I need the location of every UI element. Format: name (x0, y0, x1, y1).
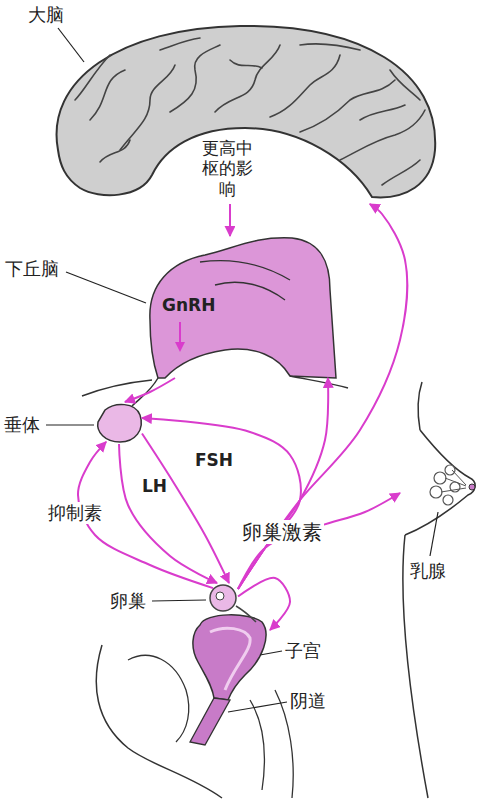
brain-drawing-part (382, 160, 420, 185)
breast-region: 乳腺 (400, 430, 478, 535)
vagina-leader-line-part (228, 702, 287, 712)
brain-drawing-part (300, 80, 395, 132)
brain-base-outline-part (82, 380, 152, 396)
hypothalamus-drawing-part (175, 342, 185, 352)
body-outline-part (418, 382, 422, 430)
hormone-arrow (142, 418, 301, 589)
breast-drawing-part (430, 486, 442, 498)
brain-base-outline-part (132, 378, 158, 406)
vagina-drawing-part (190, 698, 230, 745)
breast-drawing-part (441, 470, 466, 492)
signal-label: FSH (195, 450, 233, 470)
uterus-drawing-part (236, 606, 256, 622)
brain-drawing-part (230, 60, 262, 68)
brain-drawing-part (120, 65, 175, 150)
hormone-arrow (238, 493, 400, 589)
body-outline (96, 382, 428, 798)
hypothalamus-drawing-part (215, 282, 285, 300)
signal-label: 抑制素 (46, 502, 104, 524)
brain-leader-line (58, 28, 84, 62)
breast-drawing-part (405, 430, 475, 535)
brain-drawing-part (340, 110, 425, 160)
uterus-drawing-part (193, 615, 266, 700)
brain-drawing-part (390, 70, 420, 100)
body-outline-part (250, 700, 264, 790)
hypothalamus-drawing-part (200, 261, 290, 280)
uterus-region: 子宫 (185, 612, 270, 690)
hypothalamus-leader-line (66, 272, 146, 303)
pituitary-drawing-part (98, 405, 142, 442)
brain-drawing-part (300, 44, 360, 50)
brain-drawing-part (215, 45, 280, 112)
breast-drawing (405, 430, 475, 535)
breast-drawing-part (443, 495, 453, 505)
hormone-label: 卵巢激素 (240, 520, 324, 544)
ovary-drawing (210, 585, 236, 611)
breast-drawing-part (469, 484, 475, 490)
pituitary-leader-line-part (46, 424, 94, 425)
signal-label: LH (142, 476, 167, 496)
hormone-arrow (125, 378, 175, 402)
uterus-leader-line-part (260, 651, 282, 655)
breast-drawing-part (430, 465, 460, 505)
signal-label: GnRH (162, 295, 215, 315)
vagina-region: 阴道 (185, 695, 235, 747)
breast-drawing-part (445, 465, 455, 475)
hormone-arrow (238, 578, 290, 630)
brain-drawing-part (270, 55, 340, 117)
vagina-drawing (190, 698, 230, 745)
ovary-leader-line-part (152, 600, 206, 601)
breast-leader-line-part (430, 512, 438, 556)
pituitary-leader-line (46, 425, 94, 426)
ovary-region: 卵巢 (208, 583, 238, 613)
brain-drawing-part (90, 70, 125, 120)
uterus-leader-line (260, 651, 282, 655)
brain-base-outline (82, 376, 348, 406)
hormone-arrow (229, 204, 231, 236)
organ-label: 子宫 (285, 640, 321, 662)
hypothalamus-drawing (150, 238, 336, 378)
uterus-drawing-part (210, 628, 250, 690)
organ-label: 卵巢 (110, 590, 146, 612)
ovary-drawing-part (210, 585, 236, 611)
organ-label: 下丘脑 (5, 258, 59, 280)
ovary-leader-line (152, 600, 206, 601)
hypothalamus-leader-line-part (66, 272, 146, 303)
hormone-arrow (238, 204, 407, 589)
brain-drawing-part (100, 140, 130, 162)
brain-drawing-part (75, 55, 110, 100)
ovary-drawing-part (216, 592, 224, 600)
brain-base-outline-part (290, 376, 348, 388)
organ-label: 大脑 (28, 4, 64, 26)
breast-leader-line (430, 512, 438, 556)
vagina-leader-line (228, 702, 287, 712)
brain-drawing-part (360, 105, 405, 120)
hypothalamus-drawing-part (150, 238, 336, 378)
brain-leader-line-part (58, 28, 84, 62)
brain-drawing-part (170, 45, 220, 112)
uterus-drawing (193, 606, 266, 700)
organ-label: 垂体 (4, 414, 40, 436)
signal-label: 更高中枢的影响 (202, 138, 254, 199)
body-outline-part (128, 655, 189, 742)
organ-label: 乳腺 (410, 560, 446, 582)
breast-drawing-part (434, 472, 446, 484)
pituitary-drawing (98, 405, 142, 442)
pituitary-region: 垂体 (96, 402, 142, 444)
brain-drawing-part (160, 38, 200, 50)
organ-label: 阴道 (290, 690, 326, 712)
